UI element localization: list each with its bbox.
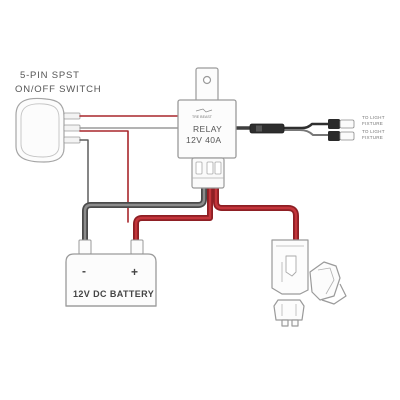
switch-label-line2: ON/OFF SWITCH [15,84,101,95]
wire-relay-to-fuse [213,184,299,247]
fuse-holder [271,239,347,327]
output-1-label-line1: TO LIGHT [362,115,385,120]
battery-positive-label: + [131,265,138,279]
relay-label-line1: RELAY [193,124,222,134]
output-2-label-line2: FIXTURE [362,135,383,140]
battery-label: 12V DC BATTERY [73,289,154,299]
battery-negative-label: - [82,264,86,278]
relay: TRE BEAST RELAY 12V 40A [177,67,237,189]
battery: - + 12V DC BATTERY [65,239,157,307]
wire-switch-power [79,130,129,223]
relay-label-line2: 12V 40A [186,135,221,145]
wire-switch-ground [79,139,89,208]
output-1-label-line2: FIXTURE [362,121,383,126]
output-2-label-line1: TO LIGHT [362,129,385,134]
switch-label-line1: 5-PIN SPST [20,70,80,81]
light-output-connectors: TO LIGHT FIXTURE TO LIGHT FIXTURE [249,115,385,141]
relay-brand: TRE BEAST [192,115,213,119]
